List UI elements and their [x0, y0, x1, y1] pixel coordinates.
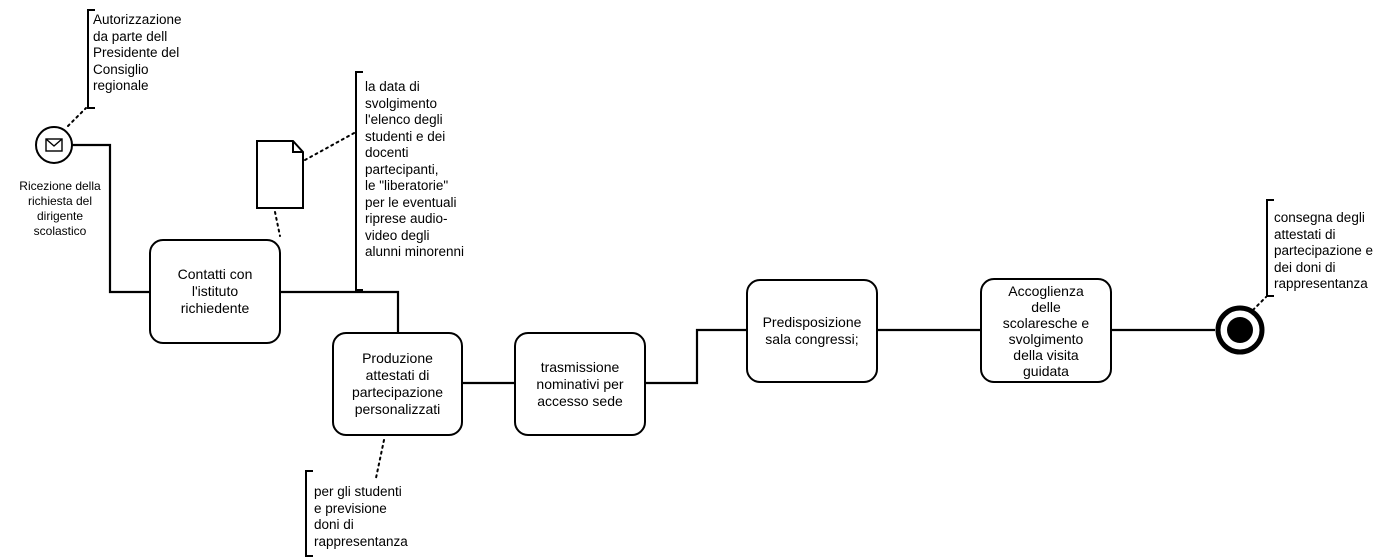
document-icon	[256, 140, 304, 209]
annotation-data: la data di svolgimento l'elenco degli st…	[365, 79, 465, 259]
task-contatti[interactable]: Contatti con l'istituto richiedente	[177, 266, 253, 316]
terminate-end-event-icon	[1215, 305, 1265, 355]
association-contatti-document	[274, 211, 281, 237]
task-trasmissione-shape	[514, 332, 646, 436]
association-start-autorizzazione	[67, 107, 87, 127]
task-predisposizione[interactable]: Predisposizione sala congressi;	[762, 314, 862, 347]
association-produzione-doni	[375, 439, 385, 479]
annotation-doni: per gli studenti e previsione doni di ra…	[314, 484, 408, 549]
start-event	[35, 126, 73, 164]
start-event-label: Ricezione della richiesta del dirigente …	[19, 179, 101, 238]
flow-contatti-to-produzione	[280, 290, 400, 333]
annotation-bracket-autorizzazione	[87, 9, 95, 109]
flow-start-to-contatti	[72, 143, 150, 294]
task-trasmissione[interactable]: trasmissione nominativi per accesso sede	[536, 358, 624, 409]
task-accoglienza-shape	[980, 278, 1112, 383]
task-predisposizione-shape	[746, 279, 878, 383]
association-end-consegna	[1252, 296, 1267, 311]
annotation-autorizzazione: Autorizzazione da parte dell Presidente …	[93, 12, 182, 93]
task-contatti-shape	[149, 239, 281, 344]
task-produzione-shape	[332, 332, 463, 436]
envelope-icon	[45, 138, 63, 152]
association-document-data	[304, 131, 357, 161]
task-produzione[interactable]: Produzione attestati di partecipazione p…	[351, 350, 444, 417]
task-accoglienza[interactable]: Accoglienza delle scolaresche e svolgime…	[1002, 283, 1090, 379]
annotation-bracket-consegna	[1266, 199, 1274, 297]
annotation-bracket-doni	[305, 470, 313, 557]
annotation-consegna: consegna degli attestati di partecipazio…	[1274, 210, 1374, 291]
flow-trasmissione-to-predisposizione	[645, 328, 747, 385]
annotation-bracket-data	[355, 71, 363, 291]
